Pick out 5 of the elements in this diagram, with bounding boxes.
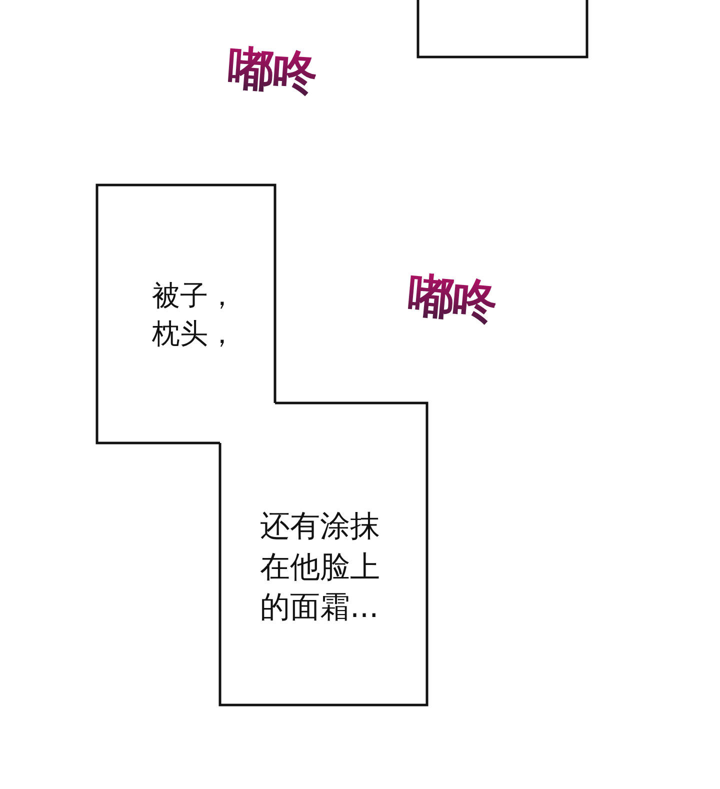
panel-frame	[418, 0, 587, 57]
caption-box	[97, 185, 275, 443]
caption-text: 被子，枕头，	[152, 278, 237, 352]
caption-text: 还有涂抹在他脸上的面霜...	[260, 508, 381, 627]
caption-box	[220, 403, 427, 705]
